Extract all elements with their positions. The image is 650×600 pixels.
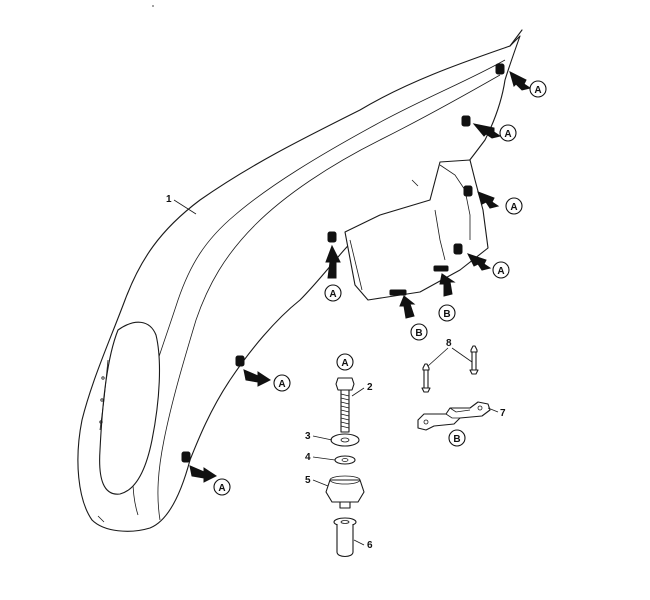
arrow-a4 [467, 253, 492, 271]
clip-5 [327, 231, 337, 243]
arrow-a2 [472, 123, 502, 139]
clip-1 [495, 63, 505, 75]
label-part-1: 1 [166, 194, 197, 215]
svg-text:7: 7 [500, 408, 506, 419]
arrow-a5 [325, 244, 341, 279]
svg-text:8: 8 [446, 338, 452, 349]
callout-a-7: A [213, 478, 231, 496]
callout-b-bracket: B [448, 429, 466, 447]
callout-a-6: A [273, 374, 291, 392]
arrow-b1 [399, 295, 416, 319]
clip-6 [235, 355, 245, 367]
spacer [334, 455, 356, 465]
callout-a-1: A [529, 80, 547, 98]
callout-b-2: B [438, 304, 456, 322]
svg-text:2: 2 [367, 382, 373, 393]
svg-text:B: B [443, 309, 450, 320]
arrow-b2 [439, 273, 456, 297]
clip-2 [461, 115, 471, 127]
fairing-panel [77, 29, 523, 532]
svg-text:A: A [341, 358, 348, 369]
svg-text:4: 4 [305, 452, 311, 463]
callout-b-1: B [410, 323, 428, 341]
bolt-assembly [325, 377, 365, 558]
svg-text:A: A [218, 483, 225, 494]
pointer-arrows [189, 71, 532, 483]
callout-a-3: A [505, 197, 523, 215]
label-part-8: 8 [427, 338, 473, 367]
svg-text:6: 6 [367, 540, 373, 551]
fastener-clips [181, 63, 505, 463]
svg-text:A: A [278, 379, 285, 390]
svg-text:A: A [510, 202, 517, 213]
arrow-a1 [509, 71, 532, 91]
svg-text:A: A [534, 85, 541, 96]
svg-text:1: 1 [166, 194, 172, 205]
svg-text:5: 5 [305, 475, 311, 486]
svg-text:B: B [453, 434, 460, 445]
clip-b1 [389, 289, 407, 296]
rubber-grommet [325, 479, 365, 503]
label-part-3: 3 [305, 431, 333, 442]
label-part-2: 2 [351, 382, 373, 397]
label-part-6: 6 [353, 539, 373, 551]
clip-4 [453, 243, 463, 255]
clip-bracket [417, 401, 491, 431]
arrow-a3 [477, 191, 500, 209]
label-part-7: 7 [487, 407, 506, 419]
callout-a-2: A [499, 124, 517, 142]
svg-text:A: A [497, 266, 504, 277]
svg-text:A: A [329, 289, 336, 300]
svg-text:A: A [504, 129, 511, 140]
bolt-head [335, 377, 355, 391]
clip-3 [463, 185, 473, 197]
arrow-a6 [243, 369, 271, 387]
arrow-a7 [189, 465, 217, 483]
clip-7 [181, 451, 191, 463]
callout-a-bolt: A [336, 353, 354, 371]
callout-a-4: A [492, 261, 510, 279]
washer [330, 433, 360, 447]
label-part-4: 4 [305, 452, 336, 463]
clip-b2 [433, 265, 449, 272]
svg-text:3: 3 [305, 431, 311, 442]
rivets [421, 345, 479, 393]
callout-a-5: A [324, 284, 342, 302]
svg-text:B: B [415, 328, 422, 339]
label-part-5: 5 [305, 475, 329, 487]
